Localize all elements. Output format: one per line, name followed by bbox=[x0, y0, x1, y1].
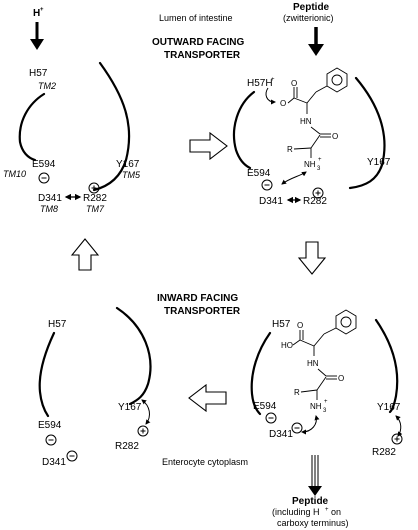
tm7-label: TM7 bbox=[86, 204, 105, 214]
step-arrow-up-icon bbox=[70, 238, 100, 271]
r-group-label: R bbox=[287, 145, 293, 154]
minus-charge-icon bbox=[265, 412, 277, 424]
amide-o-label: O bbox=[332, 132, 338, 141]
step-arrow-left-icon bbox=[188, 383, 227, 413]
peptide-out-label: Peptide bbox=[292, 496, 329, 507]
h57h-label: H57H bbox=[247, 78, 273, 89]
amide-nh-label: HN bbox=[300, 117, 312, 126]
tm5-helix-curve bbox=[92, 61, 131, 192]
y167-label: Y167 bbox=[116, 159, 140, 170]
minus-charge-icon bbox=[261, 179, 273, 191]
peptide-molecule: O O HN O R NH 3 + bbox=[280, 67, 348, 172]
carboxylate-o-label: O bbox=[280, 99, 286, 108]
r282-label: R282 bbox=[303, 196, 327, 207]
inward-title-line2: TRANSPORTER bbox=[164, 306, 241, 317]
d341-label: D341 bbox=[269, 429, 293, 440]
peptide-entry-arrow-icon bbox=[308, 27, 324, 56]
d341-label: D341 bbox=[259, 196, 283, 207]
panel-inward-empty: H57 E594 D341 Y167 R282 bbox=[38, 306, 152, 468]
panel-outward-empty: H + H57 TM2 TM10 E594 Y167 TM5 D341 R282… bbox=[3, 7, 141, 214]
peptide-in-sublabel: (zwitterionic) bbox=[283, 13, 334, 23]
tm8-label: TM8 bbox=[40, 204, 58, 214]
h-plus-arrow-icon bbox=[30, 22, 44, 50]
y167-label: Y167 bbox=[118, 402, 142, 413]
cytoplasm-label: Enterocyte cytoplasm bbox=[162, 457, 248, 467]
peptide-out-hplus-charge: + bbox=[325, 507, 329, 513]
nh3-charge: + bbox=[324, 399, 328, 405]
rotation-arrow-icon bbox=[141, 399, 151, 425]
minus-charge-icon bbox=[38, 172, 50, 184]
inward-title-line1: INWARD FACING bbox=[157, 293, 238, 304]
d341-label: D341 bbox=[38, 193, 62, 204]
d341-label: D341 bbox=[42, 457, 66, 468]
e594-label: E594 bbox=[253, 401, 277, 412]
r282-label: R282 bbox=[372, 447, 396, 458]
h57-label: H57 bbox=[29, 68, 48, 79]
tm2-helix-curve bbox=[232, 90, 256, 170]
r-group-label: R bbox=[294, 388, 300, 397]
tm5-helix-curve bbox=[115, 306, 152, 406]
peptide-in-label: Peptide bbox=[293, 2, 330, 13]
minus-charge-icon bbox=[45, 434, 57, 446]
tm2-helix-curve bbox=[18, 92, 46, 162]
ion-pair-arrow-icon bbox=[301, 415, 320, 435]
nh3-label: NH bbox=[310, 402, 322, 411]
proton-transfer-arrow-icon bbox=[265, 87, 276, 105]
panel-inward-bound: H57 HO O HN O R NH 3 + bbox=[250, 309, 403, 458]
step-arrow-right-icon bbox=[189, 131, 228, 161]
e594-label: E594 bbox=[247, 168, 271, 179]
outward-title-line2: TRANSPORTER bbox=[164, 50, 241, 61]
r282-label: R282 bbox=[83, 193, 107, 204]
amide-nh-label: HN bbox=[307, 359, 319, 368]
ion-pair-arrow-icon bbox=[281, 171, 307, 185]
amide-o-label: O bbox=[338, 374, 344, 383]
carbonyl-o-label: O bbox=[291, 79, 297, 88]
peptide-out-sublabel-1: (including H bbox=[272, 507, 320, 517]
h-plus-label: H bbox=[33, 8, 40, 19]
plus-charge-icon bbox=[391, 433, 403, 445]
tm5-helix-curve bbox=[374, 318, 399, 414]
tm2-helix-curve bbox=[38, 331, 56, 418]
tm2-label: TM2 bbox=[38, 81, 56, 91]
outward-title-line1: OUTWARD FACING bbox=[152, 37, 244, 48]
rotation-arrow-icon bbox=[395, 415, 403, 437]
h57-label: H57 bbox=[272, 319, 291, 330]
carboxyl-ho-label: HO bbox=[281, 341, 293, 350]
peptide-out-sublabel-3: carboxy terminus) bbox=[277, 518, 349, 528]
plus-charge-icon bbox=[88, 182, 100, 194]
r282-label: R282 bbox=[115, 441, 139, 452]
y167-label: Y167 bbox=[377, 402, 401, 413]
nh3-sub: 3 bbox=[323, 408, 327, 414]
phenyl-ring bbox=[335, 309, 357, 335]
peptide-out-sublabel-2: on bbox=[331, 507, 341, 517]
tm5-helix-curve bbox=[348, 76, 386, 190]
minus-charge-icon bbox=[66, 450, 78, 462]
nh3-label: NH bbox=[304, 160, 316, 169]
nh3-sub: 3 bbox=[317, 166, 321, 172]
e594-label: E594 bbox=[32, 159, 56, 170]
carbonyl-o-label: O bbox=[297, 321, 303, 330]
step-arrow-down-icon bbox=[297, 241, 327, 275]
peptide-molecule: HO O HN O R NH 3 + bbox=[281, 309, 357, 414]
nh3-charge: + bbox=[318, 157, 322, 163]
minus-charge-icon bbox=[291, 422, 303, 434]
plus-charge-icon bbox=[137, 425, 149, 437]
tm5-label: TM5 bbox=[122, 170, 141, 180]
h57-label: H57 bbox=[48, 319, 67, 330]
h-plus-charge: + bbox=[40, 7, 44, 13]
tm2-helix-curve bbox=[250, 331, 272, 416]
y167-label: Y167 bbox=[367, 157, 391, 168]
phenyl-ring bbox=[326, 67, 348, 93]
e594-label: E594 bbox=[38, 420, 62, 431]
plus-charge-icon bbox=[312, 187, 324, 199]
tm10-label: TM10 bbox=[3, 169, 26, 179]
lumen-label: Lumen of intestine bbox=[159, 13, 233, 23]
peptide-exit-arrow-icon bbox=[308, 455, 322, 496]
h57h-charge: + bbox=[271, 77, 275, 83]
panel-outward-bound: H57H + O O HN O R NH 3 bbox=[232, 67, 391, 207]
